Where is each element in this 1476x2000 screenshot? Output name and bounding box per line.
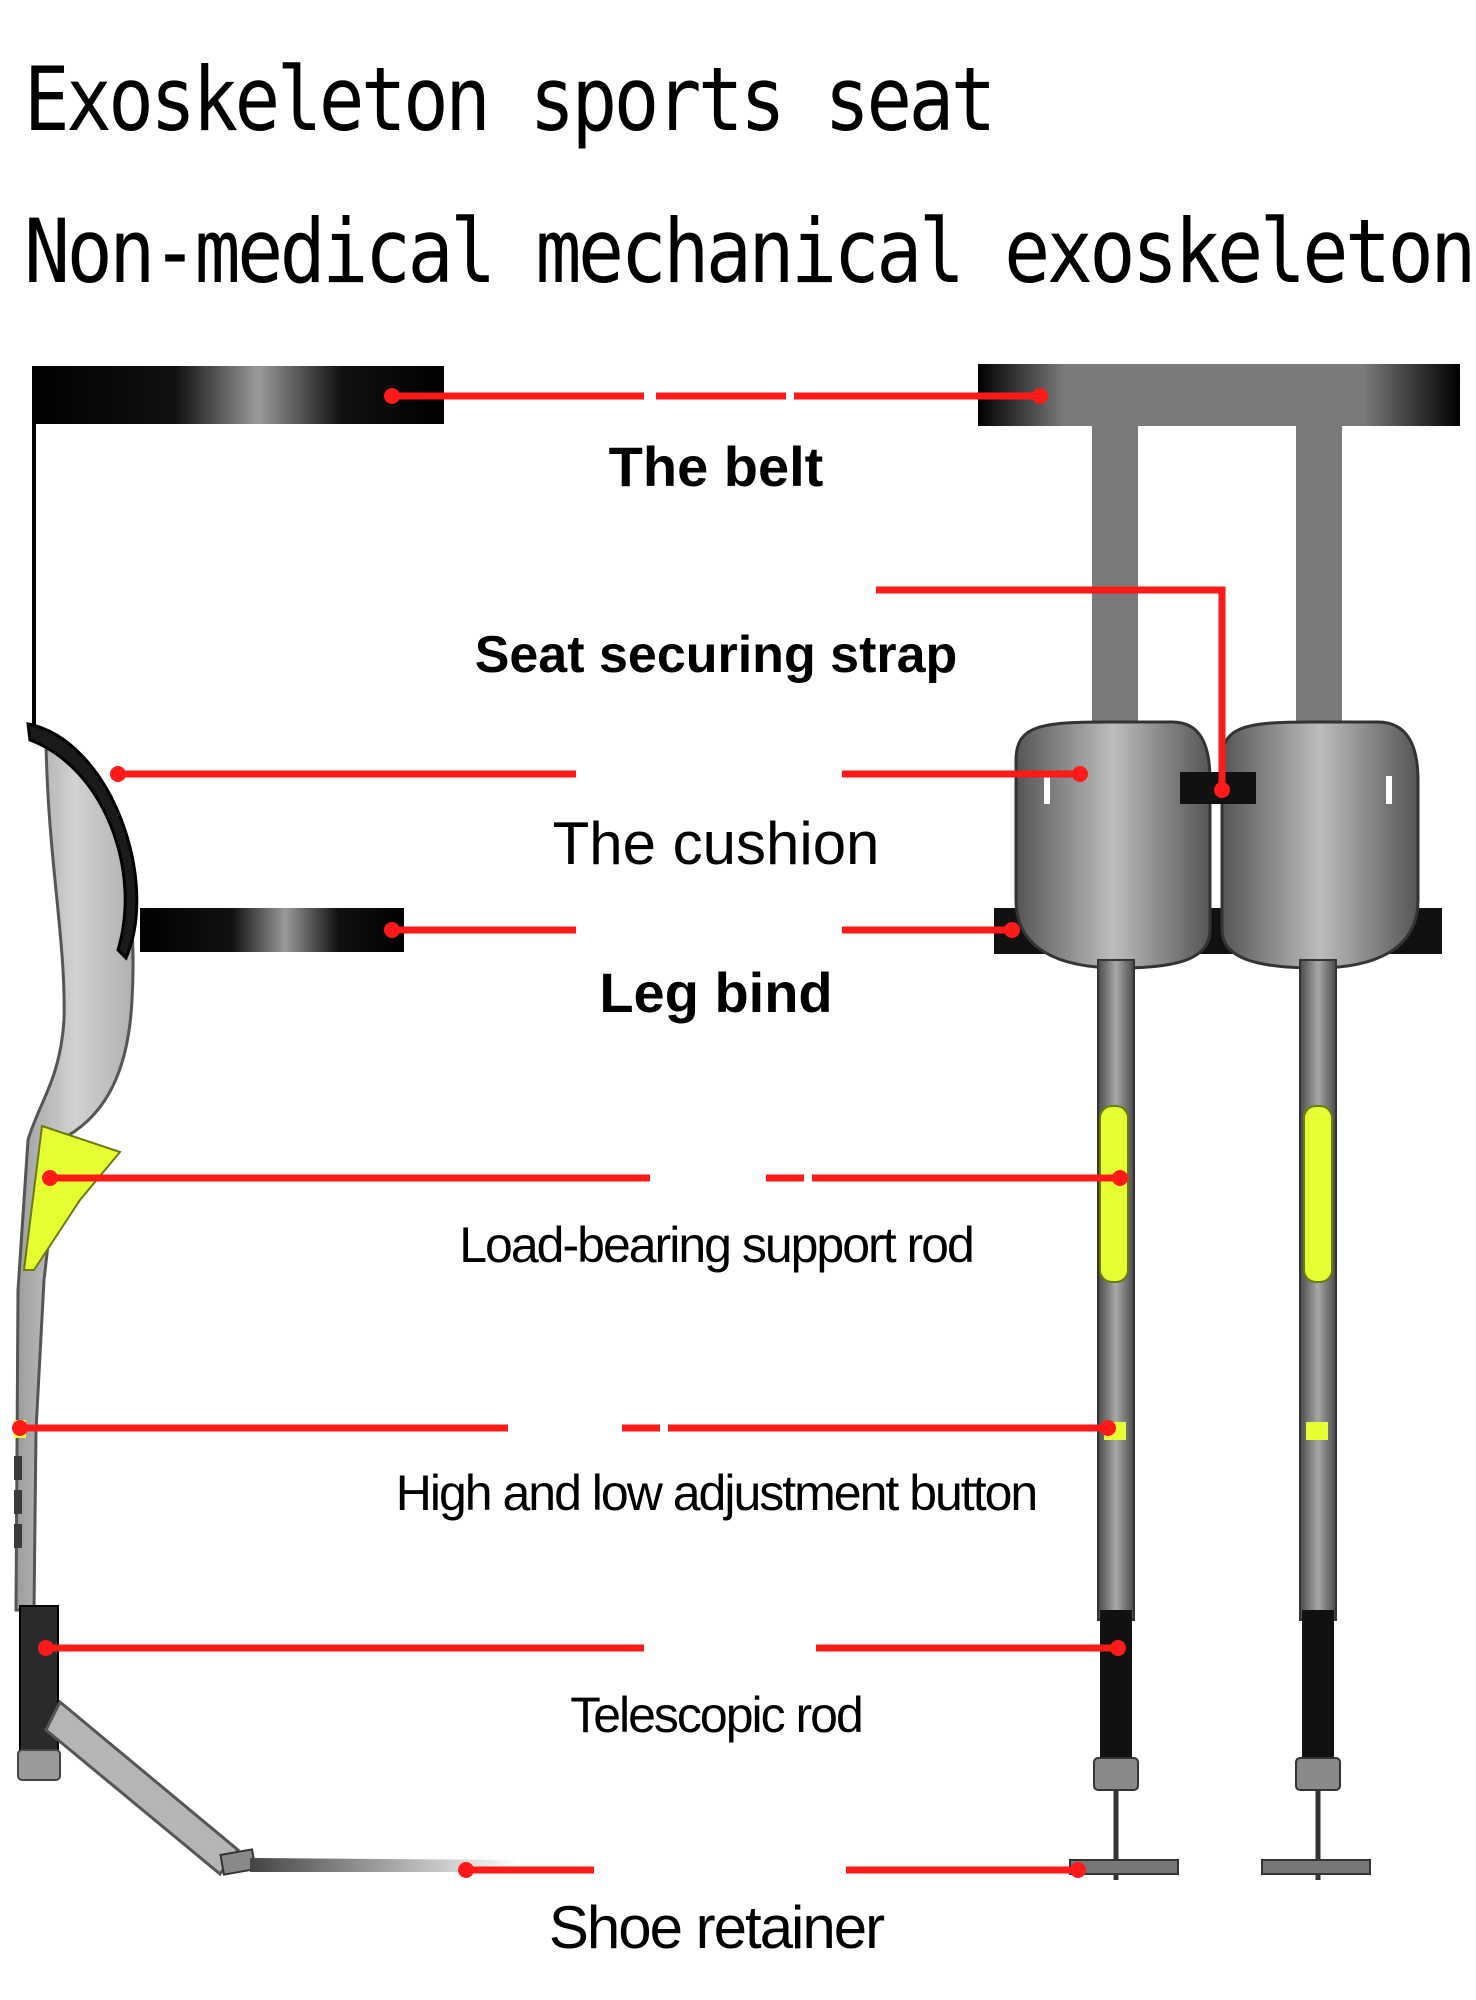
label-cushion: The cushion [553,810,880,877]
label-shoe-retainer: Shoe retainer [549,1894,884,1961]
labels: The belt Seat securing strap The cushion… [396,435,1038,1961]
side-leg-bind [140,908,404,952]
leader-seat-strap [876,586,1226,790]
front-cushion-left [1014,720,1212,970]
label-seat-strap: Seat securing strap [475,626,958,684]
front-belt [978,364,1460,426]
diagram-subtitle: Non-medical mechanical exoskeleton [24,200,1476,303]
leader-lines [12,388,1230,1878]
side-view [14,366,520,1877]
label-adjust-button: High and low adjustment button [396,1465,1036,1521]
side-support-yellow [22,1124,122,1271]
side-shoe-retainer [250,1858,520,1872]
side-foot-link [44,1699,241,1877]
front-view [978,364,1460,1880]
label-telescopic-rod: Telescopic rod [570,1687,862,1743]
front-rod-right [1261,959,1371,1880]
side-belt [32,366,444,424]
label-leg-bind: Leg bind [599,961,832,1024]
front-rod-left [1069,959,1179,1880]
label-belt: The belt [609,435,824,498]
side-cushion-shell [26,722,139,961]
label-support-rod: Load-bearing support rod [459,1217,973,1273]
diagram-title: Exoskeleton sports seat [24,48,996,151]
front-strap-left [1092,424,1138,734]
front-cushion-right [1220,720,1420,970]
front-strap-right [1296,424,1342,734]
